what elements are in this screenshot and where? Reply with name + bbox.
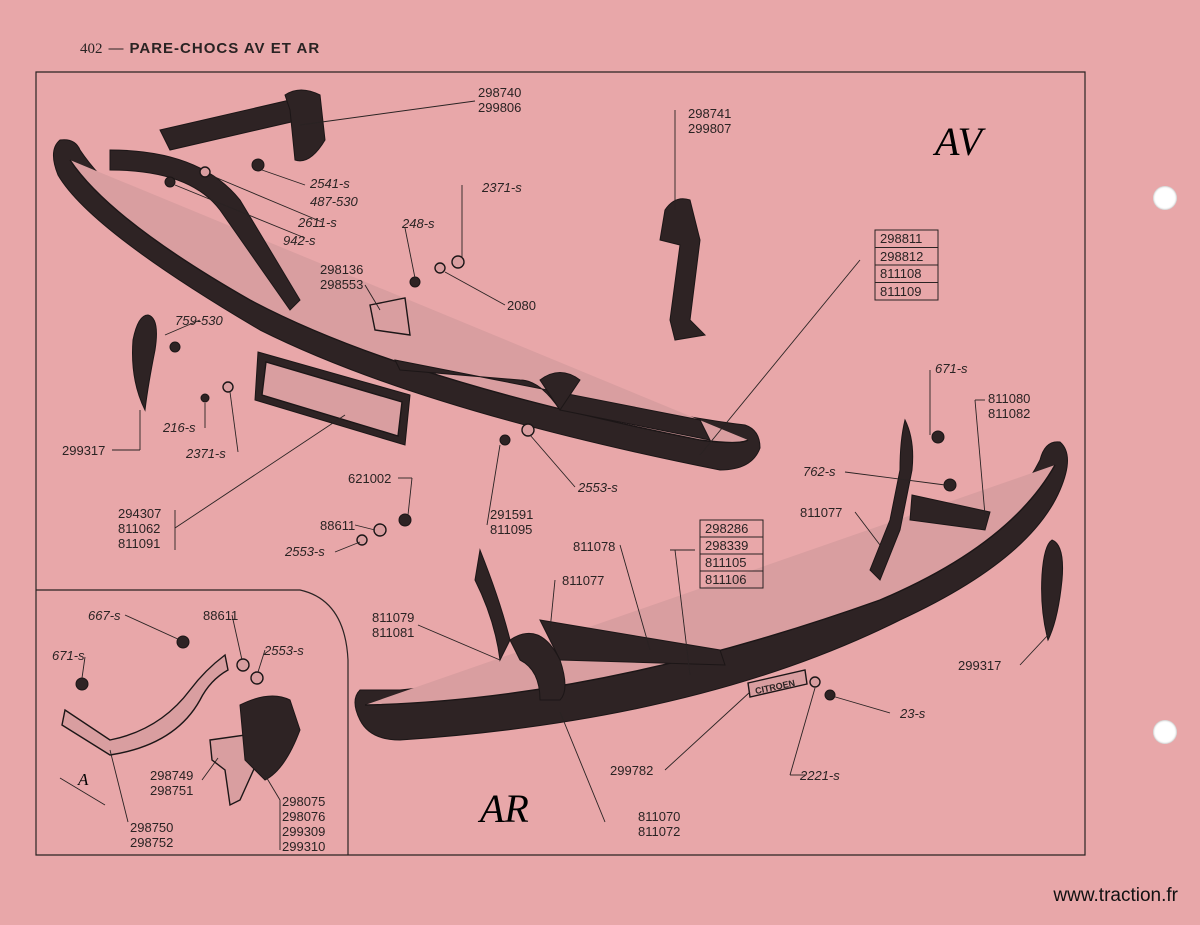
label-298136: 298136 [320, 262, 363, 277]
label-299807: 299807 [688, 121, 731, 136]
box-front-entry: 298812 [880, 249, 923, 264]
box-rear-entry: 298339 [705, 538, 748, 553]
box-rear-entry: 298286 [705, 521, 748, 536]
label-942-s: 942-s [283, 233, 316, 248]
label-298750: 298750 [130, 820, 173, 835]
label-23-s: 23-s [899, 706, 926, 721]
label-762-s: 762-s [803, 464, 836, 479]
label-2553-s-middle: 2553-s [577, 480, 618, 495]
label-299782: 299782 [610, 763, 653, 778]
label-671-s-detail: 671-s [52, 648, 85, 663]
overrider-rear-right [1041, 539, 1063, 642]
box-front-entry: 811108 [880, 266, 921, 281]
box-rear-entry: 811106 [705, 572, 746, 587]
label-621002: 621002 [348, 471, 391, 486]
label-811070: 811070 [638, 809, 680, 824]
label-298749: 298749 [150, 768, 193, 783]
punch-hole-bottom [1153, 720, 1177, 744]
label-811078: 811078 [573, 539, 615, 554]
label-811077-right: 811077 [800, 505, 842, 520]
detail-inset-frame [36, 589, 349, 855]
front-section-mark: AV [932, 119, 986, 164]
page-number: 402 [80, 41, 103, 57]
label-299317-rear: 299317 [958, 658, 1001, 673]
detail-pad-298075 [239, 695, 301, 781]
label-298553: 298553 [320, 277, 363, 292]
punch-hole-top [1153, 186, 1177, 210]
label-2553-s-left: 2553-s [284, 544, 325, 559]
label-248-s: 248-s [401, 216, 435, 231]
label-298741: 298741 [688, 106, 731, 121]
label-487-530: 487-530 [310, 194, 358, 209]
box-front-entry: 298811 [880, 231, 922, 246]
label-298075: 298075 [282, 794, 325, 809]
label-291591: 291591 [490, 507, 533, 522]
label-88611-detail: 88611 [203, 608, 238, 623]
label-299310: 299310 [282, 839, 325, 854]
label-216-s: 216-s [162, 420, 196, 435]
label-299806: 299806 [478, 100, 521, 115]
detail-mark-a: A [77, 770, 89, 789]
header-dash: — [108, 40, 124, 57]
label-88611-front: 88611 [320, 518, 355, 533]
label-294307: 294307 [118, 506, 161, 521]
part-number-box-rear: 298286 298339 811105 811106 [699, 519, 764, 589]
watermark: www.traction.fr [1053, 885, 1178, 906]
label-2371-s-top: 2371-s [481, 180, 522, 195]
label-2611-s: 2611-s [297, 215, 337, 230]
label-811062: 811062 [118, 521, 160, 536]
rear-section-mark: AR [477, 786, 529, 831]
label-811095: 811095 [490, 522, 532, 537]
leader-lines [81, 100, 1049, 850]
front-bracket-right [659, 198, 707, 341]
label-811080: 811080 [988, 391, 1030, 406]
label-811072: 811072 [638, 824, 680, 839]
label-2541-s: 2541-s [309, 176, 350, 191]
label-667-s: 667-s [88, 608, 121, 623]
label-811079: 811079 [372, 610, 414, 625]
detail-fasteners [75, 635, 264, 691]
dimension-line-a [59, 777, 106, 806]
label-2553-s-detail: 2553-s [263, 643, 304, 658]
label-811081: 811081 [372, 625, 414, 640]
label-671-s-right: 671-s [935, 361, 968, 376]
page-title: PARE-CHOCS AV ET AR [129, 40, 321, 57]
rear-bumper-bar [354, 441, 1068, 741]
front-bracket-left [159, 89, 326, 162]
label-811077-left: 811077 [562, 573, 604, 588]
label-298076: 298076 [282, 809, 325, 824]
label-298740: 298740 [478, 85, 521, 100]
box-rear-entry: 811105 [705, 555, 746, 570]
label-811091: 811091 [118, 536, 160, 551]
overrider-front-left [132, 314, 157, 412]
label-759-530: 759-530 [175, 313, 223, 328]
page-header: 402 — PARE-CHOCS AV ET AR [80, 40, 320, 62]
label-2080: 2080 [507, 298, 536, 313]
detail-bracket-298750 [61, 653, 229, 756]
bracket-plate-298136 [369, 297, 411, 336]
box-front-entry: 811109 [880, 284, 921, 299]
part-labels: 298740 299806 298741 299807 2541-s 487-5… [52, 85, 1030, 854]
fasteners [164, 158, 957, 701]
label-298751: 298751 [150, 783, 193, 798]
diagram-frame [35, 71, 1086, 856]
label-2221-s: 2221-s [799, 768, 840, 783]
front-bumper-bar [53, 139, 761, 471]
label-298752: 298752 [130, 835, 173, 850]
label-299309: 299309 [282, 824, 325, 839]
rubber-pad-front [254, 351, 411, 446]
label-811082: 811082 [988, 406, 1030, 421]
rear-bracket-right [869, 418, 991, 581]
part-number-box-front: 298811 298812 811108 811109 [874, 229, 939, 301]
label-299317-front: 299317 [62, 443, 105, 458]
label-2371-s-left: 2371-s [185, 446, 226, 461]
